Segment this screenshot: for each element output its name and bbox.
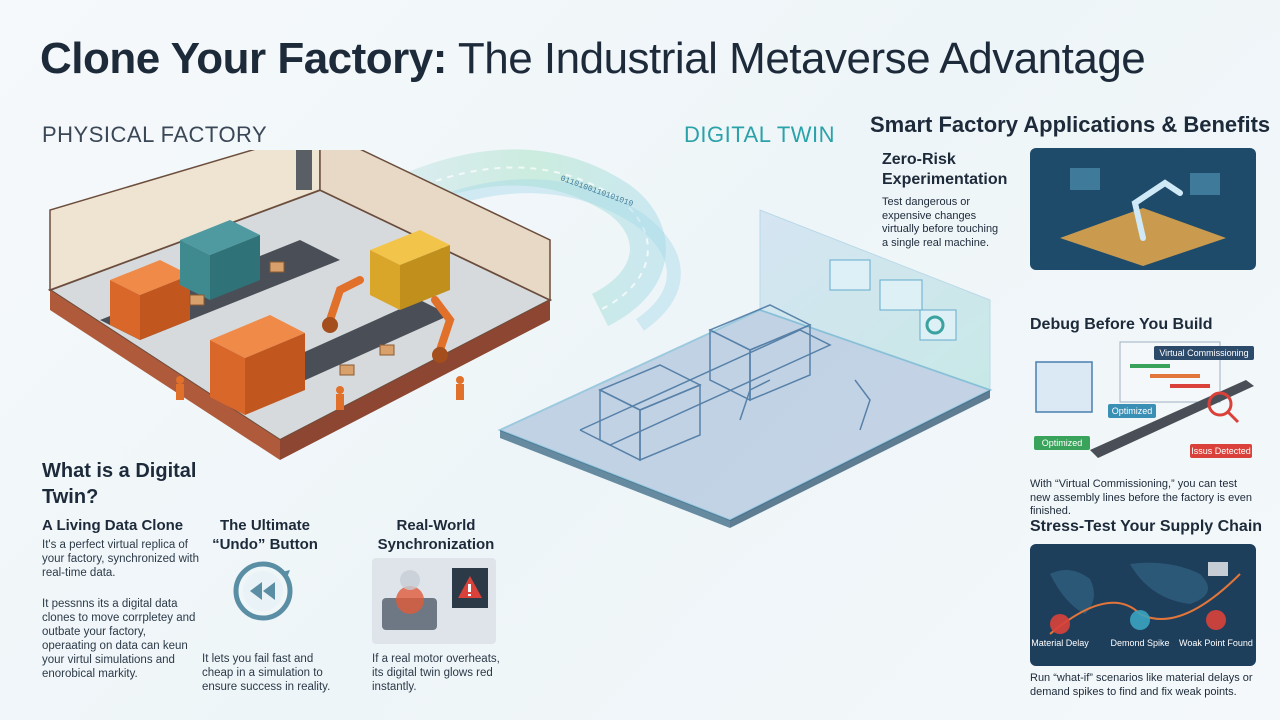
chip-optimized-1: Optimized bbox=[1112, 406, 1153, 416]
sync-body: If a real motor overheats, its digital t… bbox=[372, 653, 500, 693]
zero-risk-body: Test dangerous or expensive changes virt… bbox=[882, 196, 999, 249]
undo-body: It lets you fail fast and cheap in a sim… bbox=[202, 653, 331, 693]
debug-body: With “Virtual Commissioning,” you can te… bbox=[1030, 478, 1252, 517]
tag-demand-spike: Demond Spike bbox=[1110, 638, 1169, 648]
chip-virtual-commissioning: Virtual Commissioning bbox=[1159, 348, 1248, 358]
debug-image: Virtual Commissioning Optimized Optimize… bbox=[1034, 341, 1254, 458]
apps-section-title: Smart Factory Applications & Benefits bbox=[870, 112, 1271, 137]
physical-factory-label: PHYSICAL FACTORY bbox=[42, 122, 268, 147]
zero-risk-image bbox=[1030, 148, 1256, 270]
supply-chain-map-image: Material Delay Demond Spike Woak Point F… bbox=[1030, 544, 1256, 666]
digital-twin-illustration bbox=[497, 209, 993, 528]
title-bold: Clone Your Factory: bbox=[40, 34, 447, 83]
robot-arm-icon bbox=[1131, 179, 1183, 241]
chain-link-icon bbox=[1206, 610, 1226, 630]
tag-material-delay: Material Delay bbox=[1031, 638, 1089, 648]
overheating-motor-image bbox=[372, 558, 496, 644]
stress-test-heading: Stress-Test Your Supply Chain bbox=[1030, 518, 1263, 535]
physical-factory-illustration bbox=[47, 150, 553, 460]
tag-weak-point: Woak Point Found bbox=[1179, 638, 1253, 648]
sync-heading: Real-World Synchronization bbox=[377, 517, 495, 553]
stress-test-body: Run “what-if” scenarios like material de… bbox=[1030, 672, 1253, 698]
rewind-icon bbox=[233, 561, 293, 621]
living-clone-body: It's a perfect virtual replica of your f… bbox=[42, 539, 200, 579]
factory-icon bbox=[1208, 562, 1228, 576]
living-clone-heading: A Living Data Clone bbox=[42, 517, 184, 534]
title-rest: The Industrial Metaverse Advantage bbox=[446, 34, 1146, 83]
undo-heading: The Ultimate “Undo” Button bbox=[212, 517, 318, 553]
truck-icon bbox=[1050, 614, 1070, 634]
what-is-heading: What is a Digital Twin? bbox=[42, 460, 197, 508]
data-stream-graphic: 0110100110101010 bbox=[361, 149, 681, 331]
debug-heading: Debug Before You Build bbox=[1030, 316, 1213, 333]
chip-issues-detected: Issus Detected bbox=[1191, 446, 1251, 456]
location-pin-icon bbox=[1130, 610, 1150, 630]
digital-twin-label: DIGITAL TWIN bbox=[684, 122, 836, 147]
magnifier-icon bbox=[1207, 391, 1233, 417]
zero-risk-heading: Zero-Risk Experimentation bbox=[882, 151, 1008, 188]
page-title: Clone Your Factory: The Industrial Metav… bbox=[40, 34, 1260, 84]
chip-optimized-2: Optimized bbox=[1042, 438, 1083, 448]
living-clone-body-extra: It pessnns its a digital data clones to … bbox=[42, 598, 196, 680]
